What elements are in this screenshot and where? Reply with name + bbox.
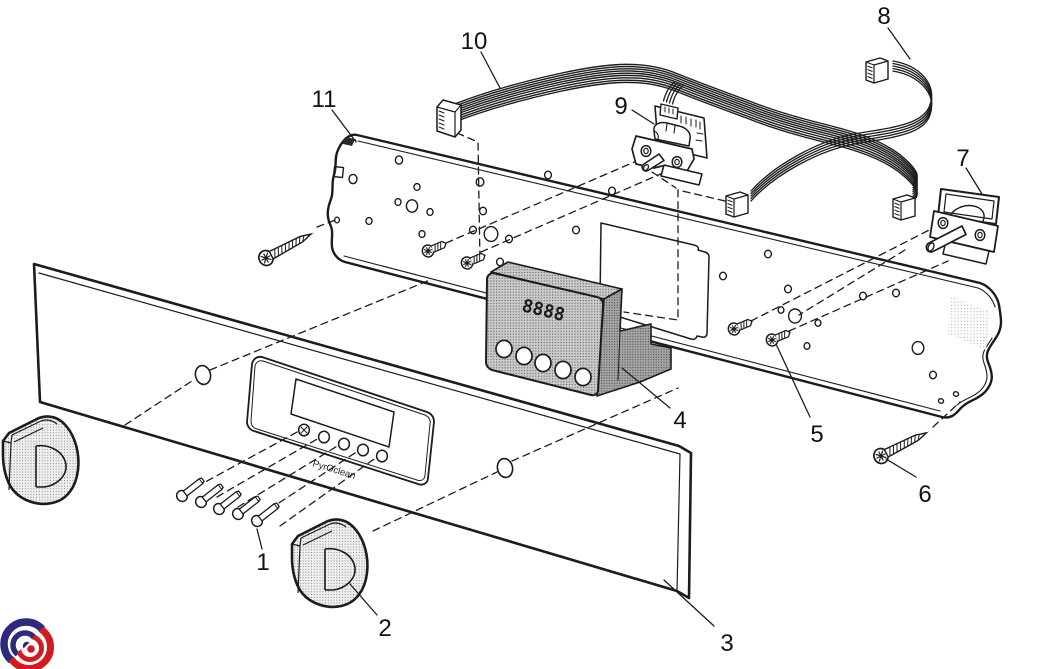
ribbon-connector	[436, 99, 462, 138]
callout-10: 10	[461, 28, 488, 55]
callout-11: 11	[312, 86, 337, 113]
module-front-face	[485, 272, 604, 397]
timer-clock-module: 8888	[485, 261, 672, 397]
harness-connector-middle	[725, 191, 749, 218]
callout-3: 3	[720, 630, 733, 657]
callout-4: 4	[673, 407, 686, 434]
callout-leaders	[256, 27, 983, 627]
front-fascia-panel: PyrOclean	[32, 262, 693, 600]
callout-8: 8	[877, 3, 890, 30]
callout-1: 1	[256, 549, 269, 576]
callout-5: 5	[810, 421, 823, 448]
button-pins	[173, 474, 283, 530]
fascia-knob-hole-left	[194, 364, 212, 386]
selector-switch-7	[925, 188, 1000, 265]
callout-6: 6	[918, 481, 931, 508]
fixing-screw-left	[255, 226, 316, 269]
selector-switch-9	[631, 103, 708, 186]
module-side-face	[596, 288, 672, 397]
fixing-screw-6	[870, 425, 931, 467]
control-knob-2	[290, 518, 369, 609]
assembly-guide-lines	[316, 132, 961, 428]
fascia-guide-lines	[124, 279, 679, 532]
module-buttons	[495, 339, 592, 387]
control-panel-bracket	[326, 133, 1003, 419]
fascia-display-window	[290, 378, 395, 448]
fascia-buttons	[297, 423, 389, 463]
control-knob-1	[1, 415, 80, 506]
harness-connector-top	[865, 57, 889, 84]
callout-9: 9	[614, 93, 627, 120]
harness-connector-right	[892, 194, 916, 221]
callout-7: 7	[956, 145, 969, 172]
brand-logo	[0, 618, 54, 669]
callout-labels: 1 2 3 4 5 6 7 8 9 10 11	[256, 3, 969, 657]
fascia-knob-hole-right	[496, 457, 514, 479]
callout-2: 2	[378, 615, 391, 642]
bracket-square-hole	[332, 165, 345, 179]
